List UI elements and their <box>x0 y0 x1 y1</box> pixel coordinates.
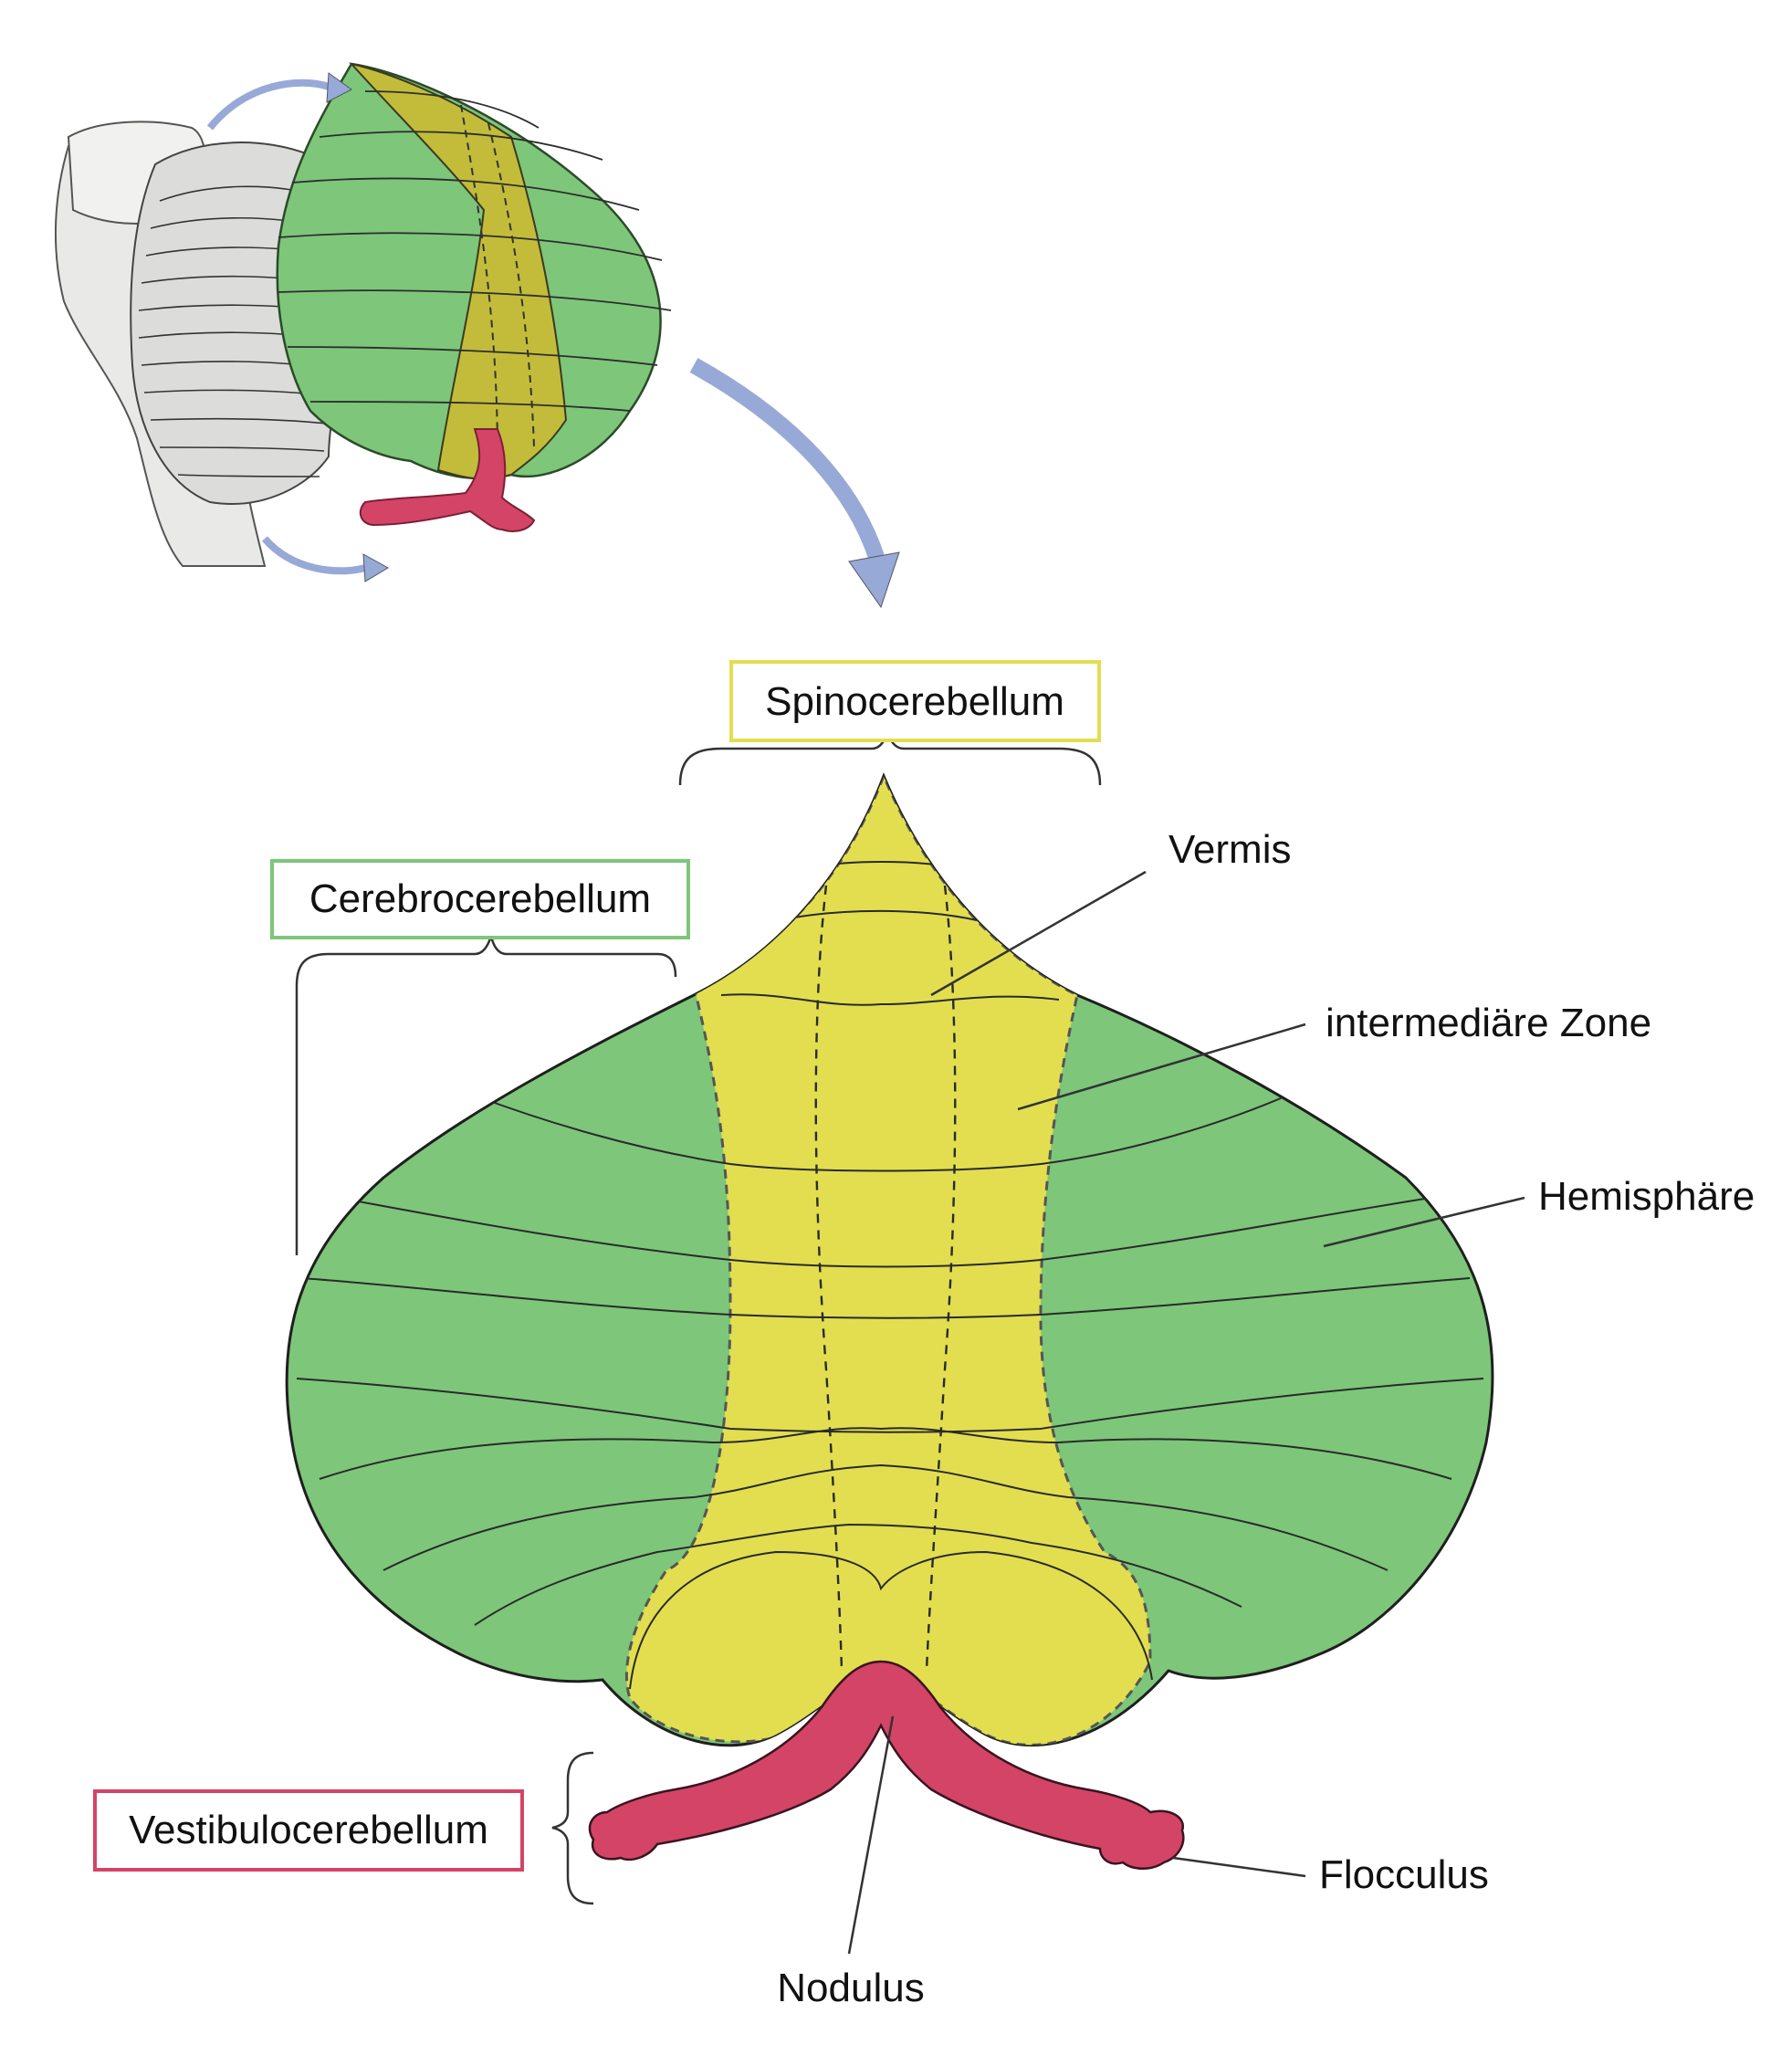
inset-vermis-lines <box>460 104 535 457</box>
nodulus-label: Nodulus <box>777 1966 924 2010</box>
spino-label: Spinocerebellum <box>765 679 1064 724</box>
inset-arrowhead-top <box>326 72 352 103</box>
vermis-leader <box>930 870 1147 997</box>
big-arrow <box>689 358 900 609</box>
cerebro-box <box>270 859 690 939</box>
inset-arrow-top <box>206 79 330 131</box>
hemisphere-label: Hemisphäre <box>1538 1174 1755 1219</box>
vestibulo-region <box>588 1660 1185 1870</box>
inset-arrowhead-bottom <box>362 553 389 582</box>
vestibulo-box <box>93 1789 524 1872</box>
intermediate-leader <box>1017 1022 1306 1111</box>
vermis-label: Vermis <box>1168 827 1291 872</box>
vermis-lines <box>814 885 957 1672</box>
cerebro-label: Cerebrocerebellum <box>309 876 651 921</box>
inset-green-lines <box>278 90 672 412</box>
inset-vestibulo <box>359 428 536 532</box>
inset-illustration <box>54 62 672 582</box>
flocculus-label: Flocculus <box>1319 1852 1489 1897</box>
hemisphere-leader <box>1323 1196 1525 1248</box>
intermediate-zone-label: intermediäre Zone <box>1326 1001 1651 1045</box>
spino-box <box>729 660 1101 742</box>
flocculus-leader <box>1172 1856 1306 1878</box>
main-cerebellum <box>285 771 1494 1870</box>
nodulus-leader <box>847 1715 895 1955</box>
inset-arrow-bottom <box>261 536 367 575</box>
inset-spino-strip <box>349 62 568 480</box>
leader-lines <box>847 870 1525 1955</box>
folia-lines <box>296 861 1484 1690</box>
vestibulo-label: Vestibulocerebellum <box>129 1808 488 1852</box>
vestibulo-bracket <box>551 1751 594 1905</box>
spino-region <box>624 776 1152 1746</box>
